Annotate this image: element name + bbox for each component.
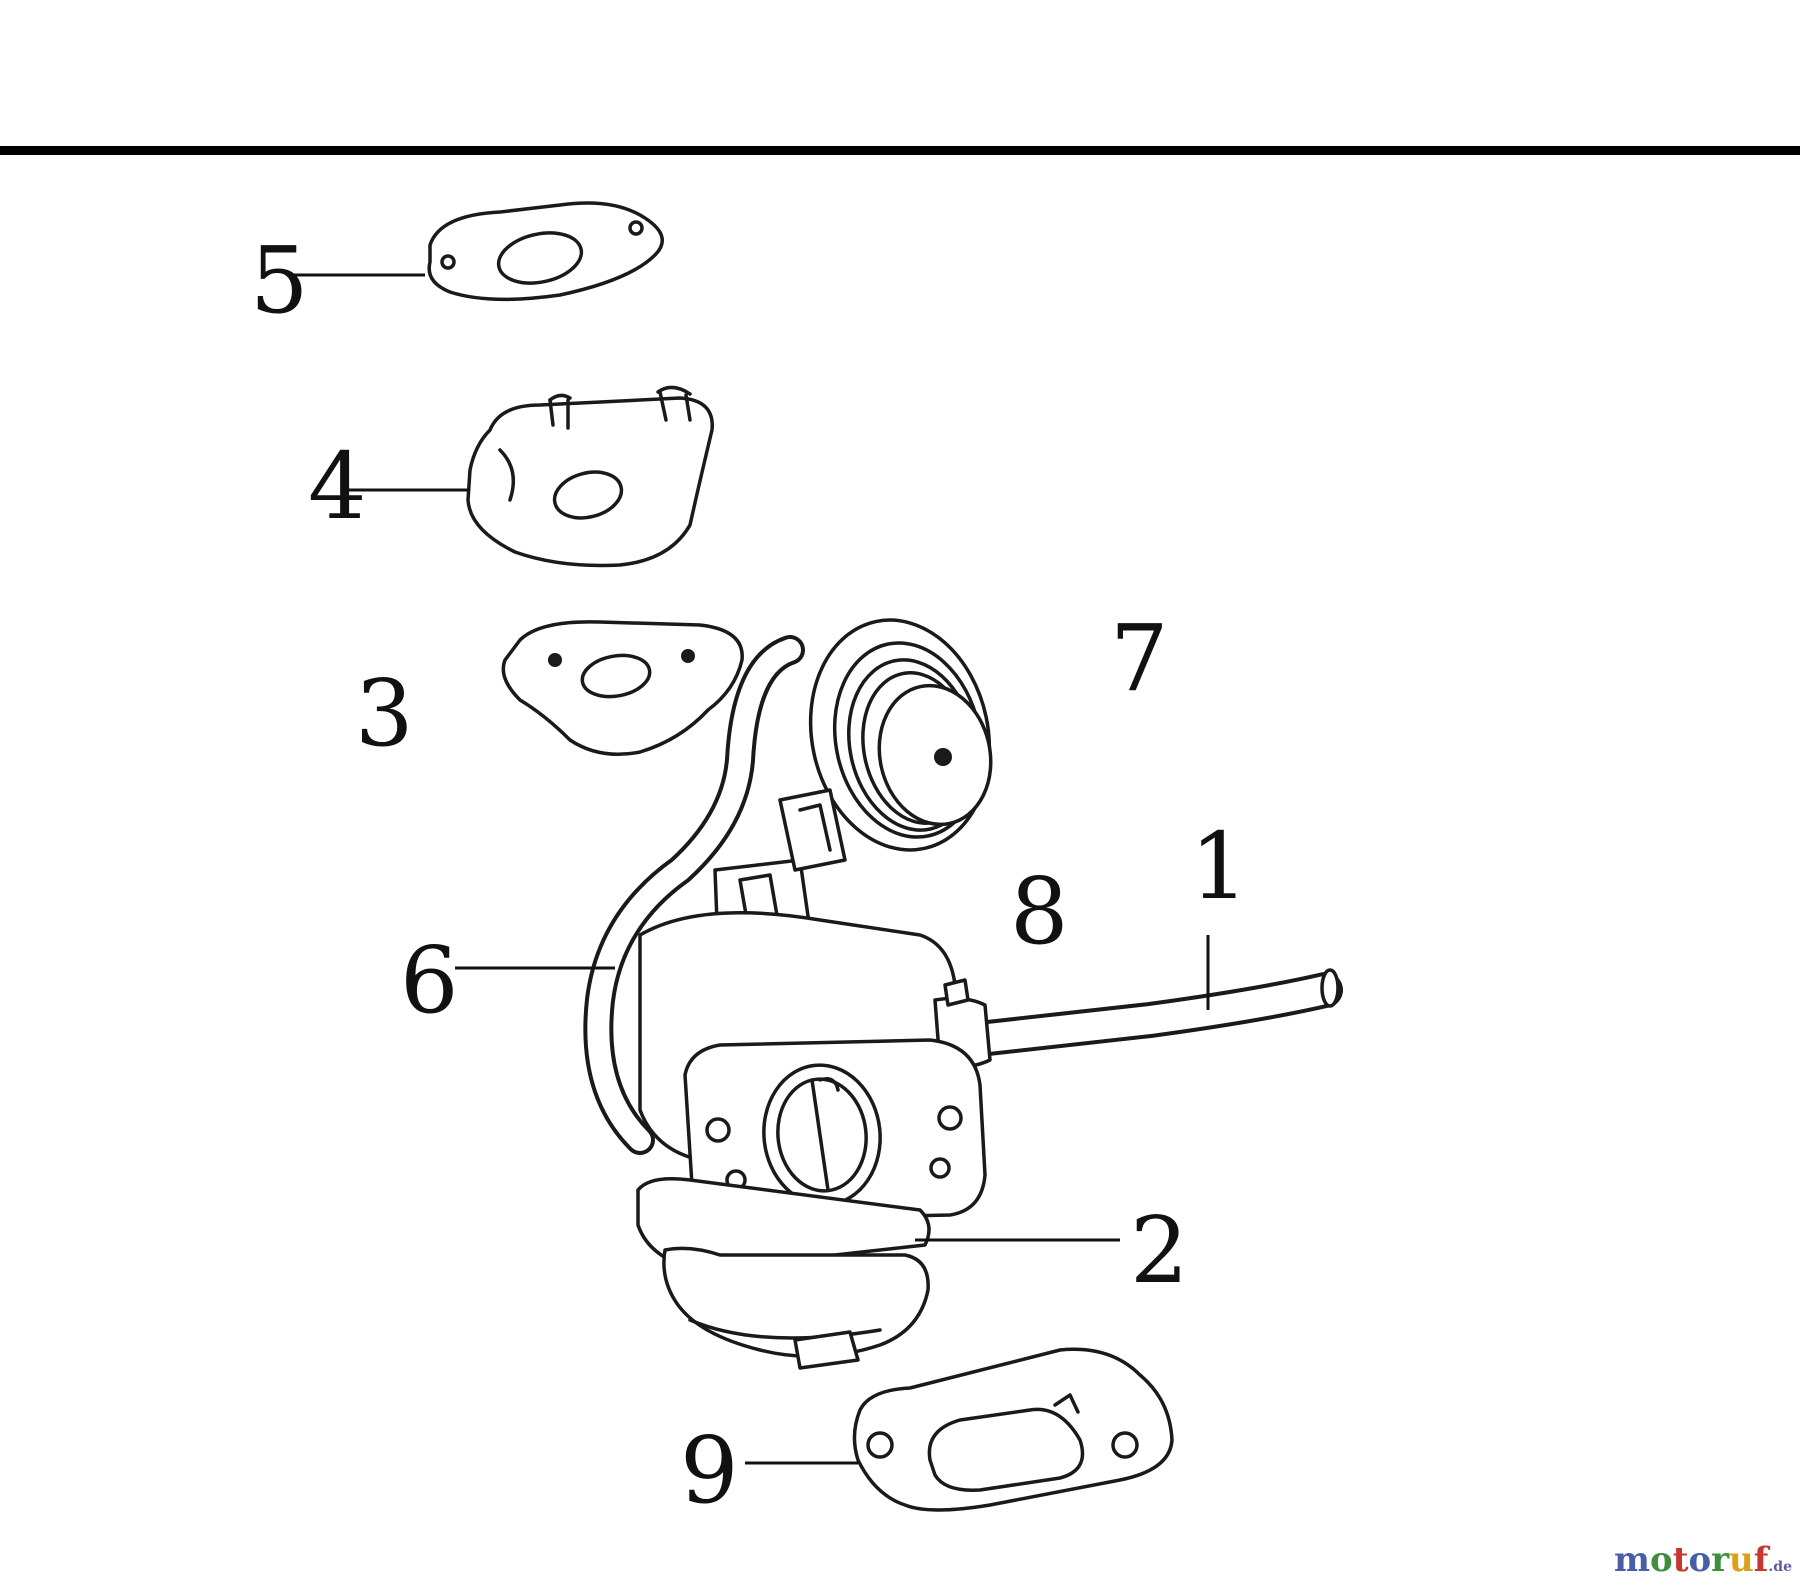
part-6-tube (583, 635, 805, 1155)
callout-3: 3 (355, 660, 414, 767)
watermark-letter: f (1753, 1540, 1769, 1580)
callout-1: 1 (1190, 813, 1249, 920)
watermark-letter: m (1614, 1540, 1651, 1580)
callout-9: 9 (680, 1417, 739, 1524)
callout-7: 7 (1110, 605, 1169, 712)
watermark-letter: u (1729, 1540, 1754, 1580)
callout-6: 6 (400, 927, 459, 1034)
callouts: 5 4 3 7 1 8 6 2 9 (250, 227, 1249, 1524)
watermark-letter: r (1711, 1540, 1730, 1580)
motoruf-watermark: motoruf.de (1614, 1540, 1792, 1580)
watermark-letter: t (1672, 1540, 1689, 1580)
callout-8: 8 (1010, 858, 1069, 965)
watermark-letter: o (1650, 1540, 1673, 1580)
callout-5: 5 (250, 227, 309, 334)
part-1-fuel-hose (952, 968, 1343, 1058)
callout-2: 2 (1130, 1197, 1189, 1304)
top-border-bar (0, 146, 1800, 155)
part-3-gasket (501, 620, 744, 756)
part-7-cap (808, 618, 993, 852)
callout-4: 4 (308, 433, 367, 540)
part-9-gasket (852, 1347, 1174, 1512)
part-2-carburetor (636, 788, 992, 1370)
watermark-letter: o (1688, 1540, 1712, 1580)
part-5-gasket (427, 201, 664, 302)
part-4-insulator (466, 385, 714, 568)
watermark-suffix: .de (1768, 1559, 1792, 1575)
leader-lines (293, 273, 1210, 1465)
